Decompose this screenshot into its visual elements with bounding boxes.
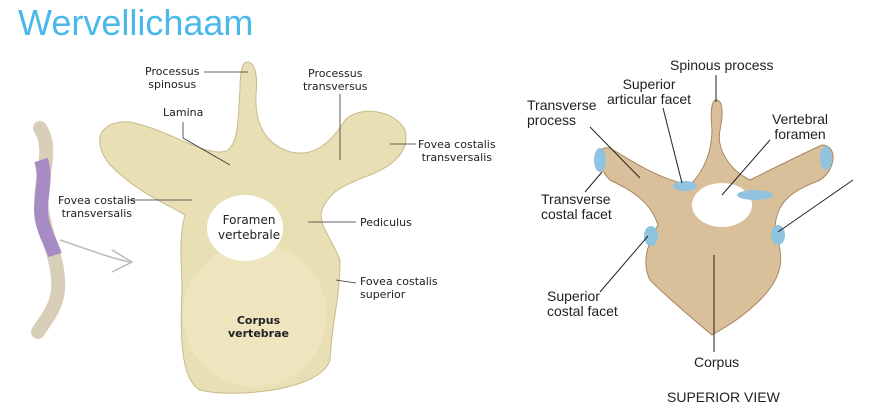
label-lamina: Lamina: [163, 106, 204, 119]
right-leader-lines: [584, 75, 854, 352]
label-spinous-process: Spinous process: [670, 57, 774, 73]
slide-title: Wervellichaam: [18, 2, 254, 43]
left-leader-lines: [128, 71, 416, 284]
label-corpus: Corpus: [694, 354, 740, 370]
spine-column-image: [31, 121, 134, 339]
vertebra-drawing: [594, 99, 834, 336]
figure-caption: SUPERIOR VIEW: [667, 389, 780, 405]
vertebra-photo: [99, 61, 407, 394]
label-pediculus: Pediculus: [360, 216, 412, 229]
